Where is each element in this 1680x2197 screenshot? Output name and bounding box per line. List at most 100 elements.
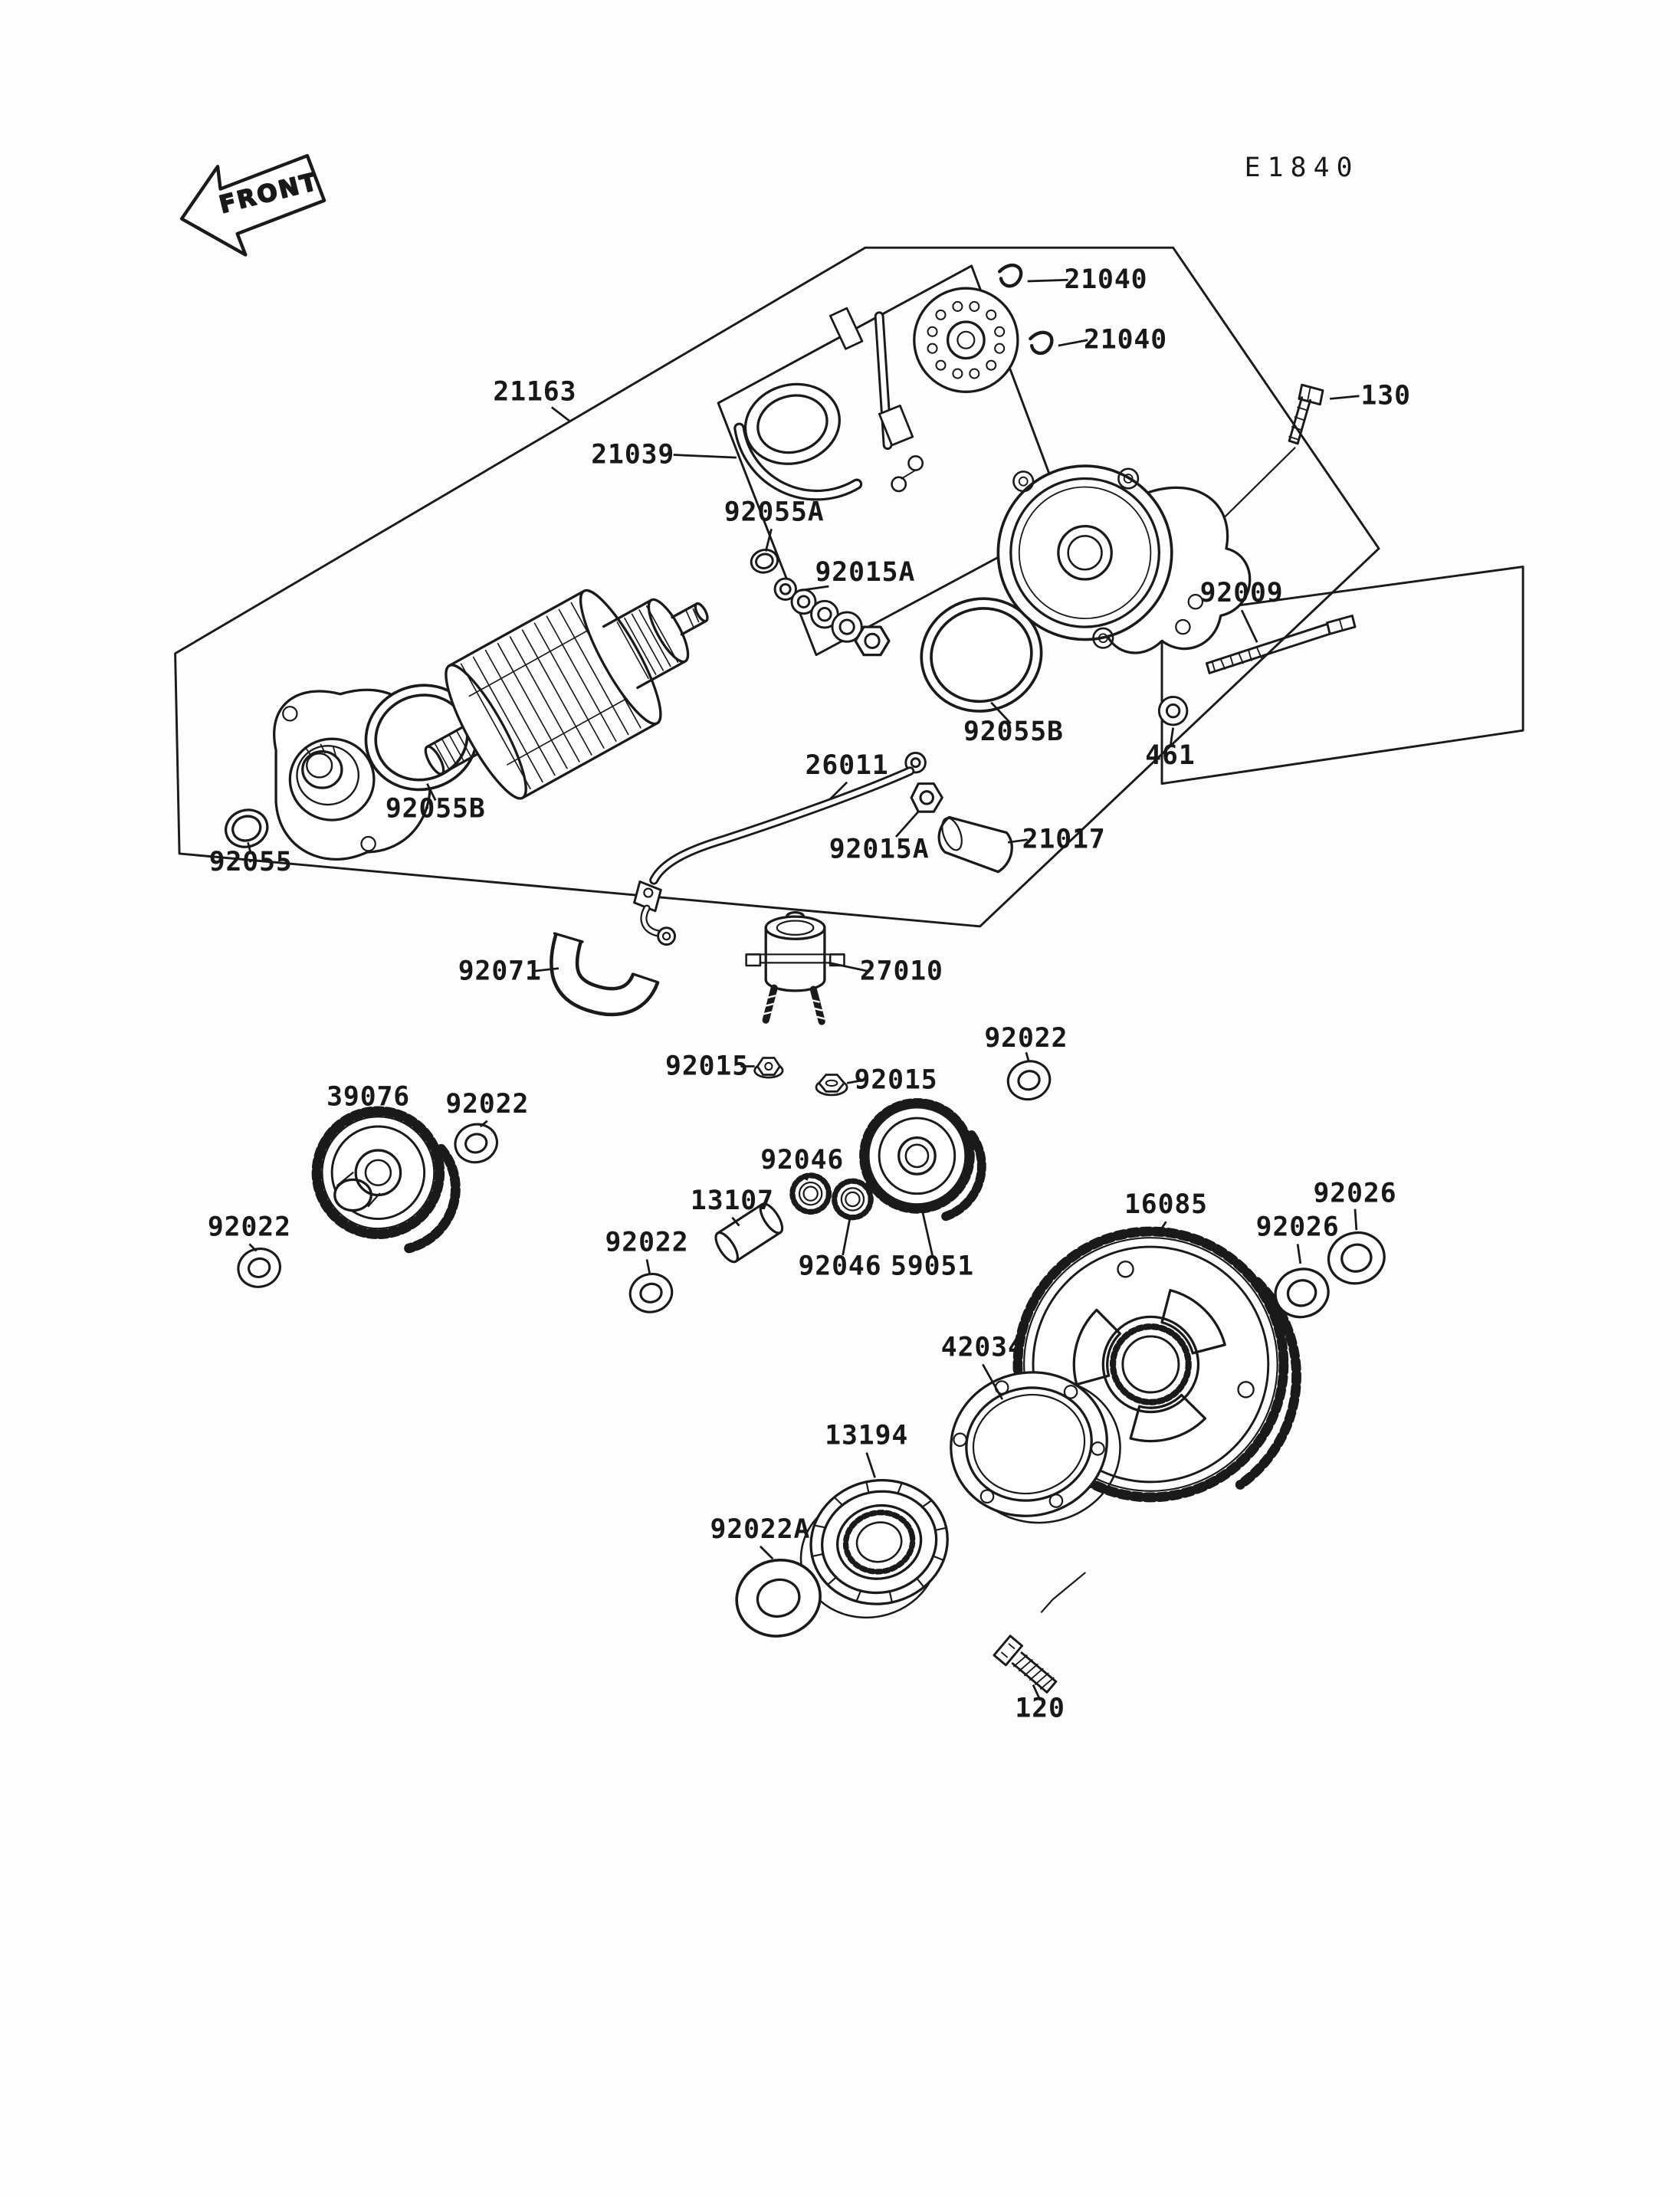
leader-line xyxy=(802,1176,809,1181)
part-number-label: 92015 xyxy=(855,1065,938,1096)
o-ring-92055 xyxy=(225,808,269,848)
part-number-label: 21040 xyxy=(1084,325,1167,356)
part-number-label: 39076 xyxy=(326,1082,410,1113)
leader-line xyxy=(799,585,829,592)
nut-92015-right xyxy=(815,1074,848,1097)
washer-stack-92015a xyxy=(773,577,891,657)
part-number-label: 21017 xyxy=(1022,825,1106,855)
leader-line xyxy=(846,1079,863,1084)
lightening-slot xyxy=(1129,1393,1207,1443)
leader-line xyxy=(1157,1221,1167,1235)
part-number-label: 92046 xyxy=(799,1251,882,1282)
part-number-label: 130 xyxy=(1360,381,1410,412)
elbow-92071 xyxy=(550,932,660,1017)
leader-line xyxy=(1296,1244,1302,1264)
leader-line xyxy=(759,1545,774,1560)
screw-120 xyxy=(993,1635,1058,1694)
leader-line xyxy=(731,1216,740,1227)
part-number-label: 27010 xyxy=(860,956,943,986)
part-number-label: 92046 xyxy=(760,1145,844,1176)
washer-92026-a xyxy=(1327,1231,1386,1285)
one-way-clutch-13194 xyxy=(799,1478,949,1619)
leader-line xyxy=(533,967,559,972)
leader-line xyxy=(645,1259,651,1274)
end-housing xyxy=(996,464,1252,654)
part-number-label: 92015A xyxy=(815,557,915,588)
part-number-label: 16085 xyxy=(1124,1189,1208,1220)
bearing-92046-b xyxy=(832,1178,874,1221)
part-number-label: 21039 xyxy=(591,439,674,470)
magnetic-switch-27010 xyxy=(745,910,845,1025)
part-number-label: 92055B xyxy=(386,793,486,824)
part-number-label: 92022 xyxy=(605,1228,689,1258)
leader-line xyxy=(1240,609,1258,643)
leader-line xyxy=(990,701,1012,725)
leader-line xyxy=(1354,1208,1358,1231)
brush-spring-2 xyxy=(1029,330,1054,356)
part-number-label: 21040 xyxy=(1064,264,1147,295)
leader-line xyxy=(1330,395,1360,400)
starter-motor-group-box xyxy=(174,246,1380,928)
part-number-label: 59051 xyxy=(891,1251,974,1282)
part-number-label: 92055A xyxy=(724,497,825,527)
terminal-cap-21017 xyxy=(937,815,1013,874)
spacer-13107 xyxy=(714,1202,784,1264)
leader-line xyxy=(426,783,437,802)
plate-42034 xyxy=(950,1371,1121,1524)
part-callouts: 21040 21040 130 21163 21039 92055A 92015A 92009… xyxy=(208,264,1410,1724)
front-arrow-outline xyxy=(179,154,326,257)
leader-line xyxy=(842,1218,851,1256)
leader-line xyxy=(479,1120,488,1128)
leader-line xyxy=(1169,727,1174,748)
bolt-92009 xyxy=(1205,615,1357,674)
idler-gear-39076 xyxy=(311,1106,461,1254)
leader-line xyxy=(829,962,868,972)
part-number-label: 92055B xyxy=(963,716,1064,747)
nut-92015a xyxy=(910,782,943,813)
part-number-label: 21163 xyxy=(493,376,576,407)
brush-plate-assembly xyxy=(733,263,1054,501)
washer-92022-a xyxy=(454,1123,498,1164)
washer-92022-c xyxy=(628,1272,674,1313)
diagram-code: E1840 xyxy=(1245,152,1360,183)
leader-line xyxy=(248,1243,258,1252)
leader-line xyxy=(1025,1051,1030,1063)
part-number-label: 92071 xyxy=(458,956,542,986)
leader-line xyxy=(829,781,848,800)
screw-120-pointer-line xyxy=(1040,1572,1086,1613)
leader-line xyxy=(921,1212,934,1256)
part-number-label: 461 xyxy=(1145,740,1195,771)
cable-26011 xyxy=(633,751,927,946)
leader-line xyxy=(550,406,571,422)
part-number-label: 92022A xyxy=(710,1514,811,1545)
part-number-label: 92026 xyxy=(1256,1212,1340,1242)
nut-92015-left xyxy=(753,1057,784,1079)
leader-line xyxy=(764,528,773,552)
leader-line xyxy=(673,454,737,459)
washer-92022-d xyxy=(1006,1060,1052,1101)
lightening-slot xyxy=(1072,1308,1121,1386)
part-number-label: 92015 xyxy=(665,1051,749,1081)
part-number-label: 92015A xyxy=(829,834,930,864)
gear-59051 xyxy=(859,1098,986,1222)
part-number-label: 120 xyxy=(1015,1694,1065,1724)
leader-line xyxy=(247,841,252,854)
washer-92026-b xyxy=(1274,1267,1330,1319)
armature xyxy=(424,589,709,800)
part-number-label: 13194 xyxy=(825,1421,908,1451)
bolt-130 xyxy=(1288,383,1324,445)
bolt-group-box xyxy=(1160,566,1524,785)
bearing-92046-a xyxy=(789,1172,832,1215)
nut xyxy=(854,625,891,657)
leader-line xyxy=(1058,339,1088,347)
part-number-label: 92026 xyxy=(1314,1179,1397,1209)
part-number-label: 42034 xyxy=(941,1333,1025,1363)
part-number-label: 92009 xyxy=(1200,578,1284,608)
part-number-label: 92022 xyxy=(208,1212,291,1242)
brush-plate-disc xyxy=(913,287,1019,393)
leader-line xyxy=(895,811,920,838)
leader-line xyxy=(865,1452,876,1478)
leader-line xyxy=(1032,1684,1042,1701)
